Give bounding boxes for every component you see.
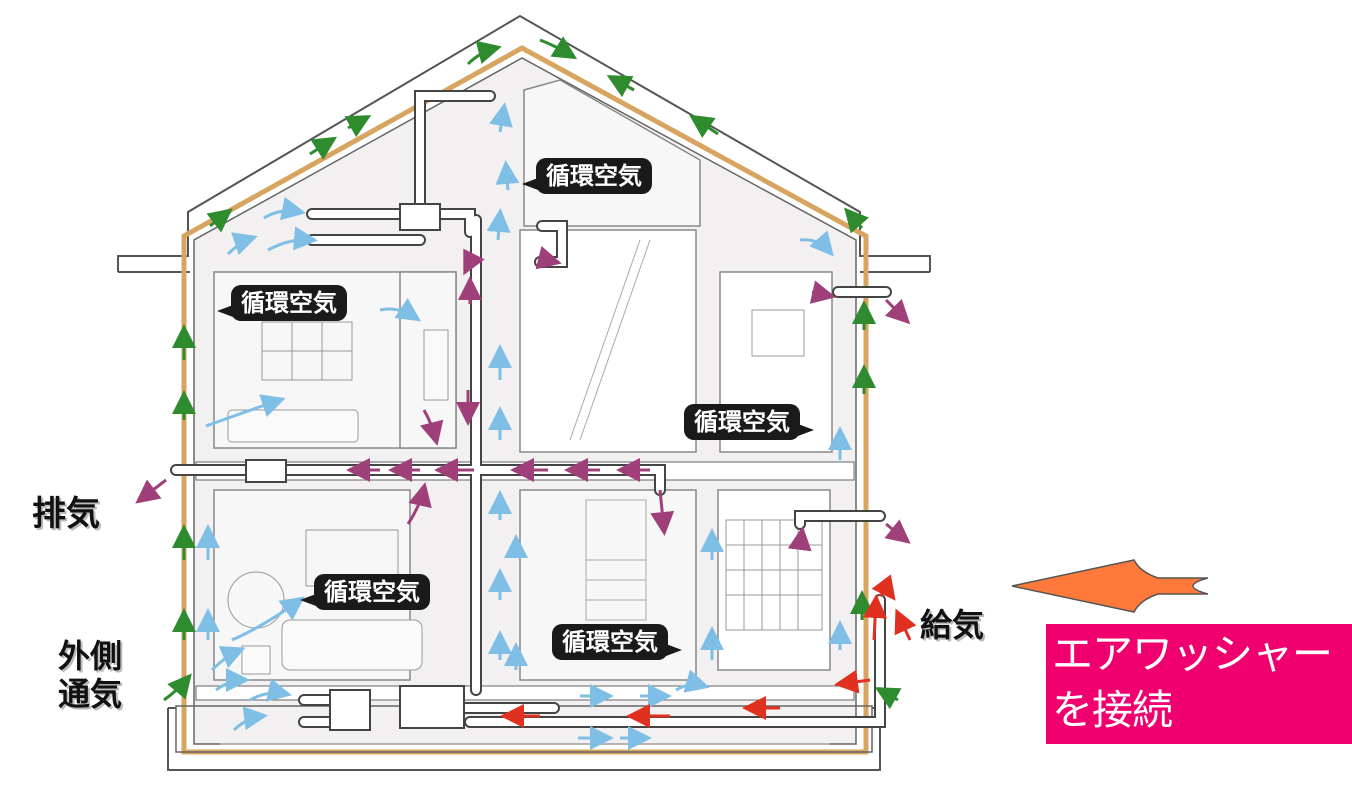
callout-line2: を接続	[1052, 686, 1173, 734]
outside-vent-label-line1: 外側	[58, 637, 123, 675]
circulation-bubble-upper-left: 循環空気	[217, 285, 347, 321]
air-washer-callout: エアワッシャー を接続	[1046, 624, 1352, 744]
air-washer-arrow	[1011, 559, 1209, 613]
house-structure	[117, 14, 931, 771]
circulation-arrows	[196, 102, 852, 750]
supply-label: 給気	[920, 606, 985, 644]
callout-line1: エアワッシャー	[1052, 630, 1333, 678]
duct-system	[170, 90, 892, 731]
outside-vent-label-line2: 通気	[58, 675, 123, 713]
circulation-bubble-lower-middle: 循環空気	[552, 624, 682, 660]
circulation-bubble-attic: 循環空気	[522, 158, 652, 194]
circulation-bubble-upper-right: 循環空気	[684, 404, 814, 440]
outside-vent-label: 外側 通気	[58, 637, 122, 713]
supply-arrows	[500, 574, 917, 728]
exhaust-label: 排気	[32, 494, 100, 534]
exhaust-arrows	[135, 245, 911, 552]
circulation-bubble-lower-left: 循環空気	[300, 574, 430, 610]
outside-vent-arrows	[163, 36, 902, 710]
